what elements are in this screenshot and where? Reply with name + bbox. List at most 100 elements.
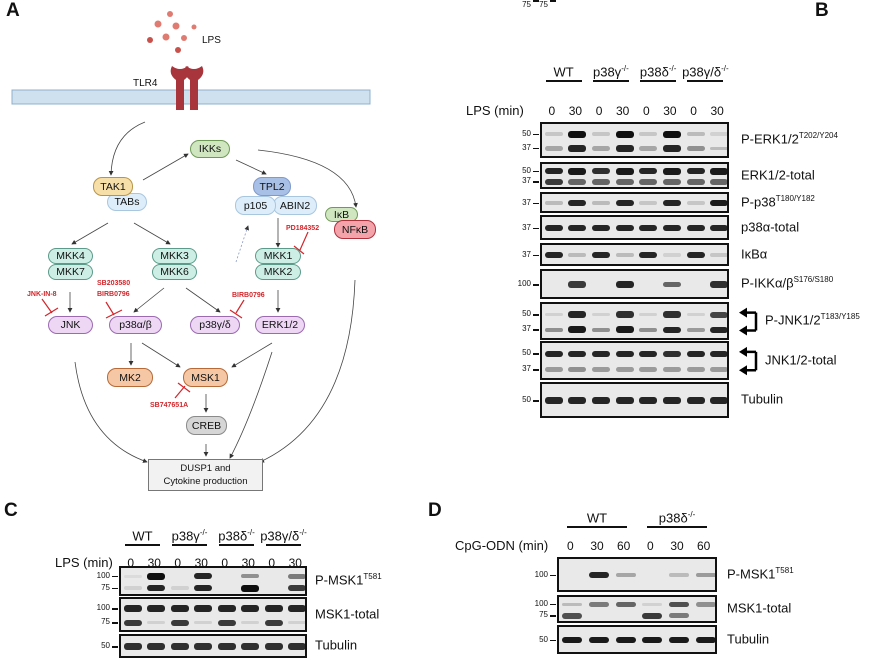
band — [639, 132, 658, 136]
mw-marker: 50 — [101, 641, 110, 650]
band — [194, 572, 213, 580]
band — [568, 281, 587, 288]
mw-marker: 75 — [101, 582, 110, 592]
mw-marker: 50 — [522, 348, 531, 358]
node-mkk3: MKK3 — [152, 248, 197, 264]
node-p38-alpha-beta: p38α/β — [109, 316, 162, 334]
mw-tick — [533, 227, 539, 229]
treatment-label: CpG-ODN (min) — [455, 538, 549, 553]
blot-pp38 — [540, 192, 729, 213]
band — [662, 367, 681, 372]
genotype-label: p38δ-/- — [640, 64, 677, 79]
blot-tub — [557, 625, 717, 654]
mw-marker: 37 — [522, 364, 531, 374]
blot-erk — [540, 162, 729, 189]
node-creb: CREB — [186, 416, 227, 435]
band — [615, 350, 634, 358]
band — [639, 146, 658, 151]
band — [668, 601, 690, 608]
band — [642, 612, 663, 619]
mw-tick — [533, 0, 539, 2]
genotype-label: WT — [554, 64, 574, 79]
protein-name: P-IKKα/β — [741, 275, 794, 291]
band — [639, 201, 658, 205]
node-erk: ERK1/2 — [255, 316, 305, 334]
mw-marker: 75 — [539, 0, 548, 9]
band — [544, 178, 563, 186]
band — [662, 130, 681, 138]
genotype-underline — [566, 526, 628, 528]
band — [264, 605, 283, 612]
blot-label: Tubulin — [315, 637, 357, 652]
mw-marker: 50 — [522, 395, 531, 404]
band — [639, 179, 658, 185]
genotype-underline — [171, 544, 208, 546]
inhibitor-birb0796-p38ab: BIRB0796 — [97, 291, 130, 298]
blot-pmsk — [557, 557, 717, 592]
mw-marker: 75 — [539, 610, 548, 620]
output-line-2: Cytokine production — [163, 476, 248, 487]
band — [147, 584, 166, 592]
band — [592, 397, 611, 404]
output-box: DUSP1 and Cytokine production — [148, 459, 263, 491]
output-line-1: DUSP1 and — [180, 463, 231, 474]
inhibitor-birb0796-p38gd: BIRB0796 — [232, 292, 265, 299]
time-label: 30 — [663, 104, 677, 118]
protein-name: Tubulin — [315, 637, 358, 653]
protein-name: P-MSK1 — [727, 565, 776, 581]
mw-tick — [550, 574, 556, 576]
pathway-arrows — [11, 11, 371, 463]
mw-marker: 50 — [522, 128, 531, 138]
genotype-name: WT — [553, 64, 574, 80]
band — [710, 397, 727, 404]
mw-tick — [550, 0, 556, 2]
band — [544, 224, 563, 232]
treatment-label: LPS (min) — [466, 103, 524, 118]
band — [123, 574, 142, 578]
band — [568, 130, 587, 138]
protein-name: P-p38 — [741, 193, 776, 209]
mw-marker: 37 — [522, 222, 531, 232]
band — [288, 573, 305, 579]
node-abin2: ABIN2 — [273, 196, 317, 215]
band — [710, 350, 727, 358]
band — [662, 179, 681, 185]
band — [170, 605, 189, 612]
node-mkk1: MKK1 — [255, 248, 301, 264]
genotype-name: p38δ — [639, 64, 669, 80]
time-label: 60 — [616, 539, 631, 553]
band — [544, 251, 563, 259]
band — [544, 132, 563, 136]
genotype-name: p38γ — [592, 64, 622, 80]
genotype-name: p38δ — [658, 510, 688, 526]
inhibitor-jnk-in-8: JNK-IN-8 — [27, 291, 57, 298]
band — [288, 621, 305, 625]
band — [710, 253, 727, 257]
time-label: 30 — [590, 539, 604, 553]
blot-label: P-IKKα/βS176/S180 — [741, 275, 833, 290]
superscript: -/- — [247, 528, 255, 537]
genotype-label: p38δ-/- — [218, 528, 255, 543]
band — [615, 281, 634, 288]
band — [568, 397, 587, 404]
band — [662, 397, 681, 404]
band — [615, 224, 634, 232]
band — [639, 312, 658, 317]
node-p105: p105 — [235, 196, 276, 215]
band — [264, 619, 283, 626]
mw-tick — [533, 284, 539, 286]
band — [615, 572, 636, 578]
superscript: T581 — [363, 572, 382, 581]
band — [686, 327, 705, 333]
band — [662, 253, 681, 257]
time-label: 0 — [548, 104, 556, 118]
band — [639, 367, 658, 372]
band — [123, 619, 142, 626]
treatment-label: LPS (min) — [55, 555, 113, 570]
band — [592, 179, 611, 185]
band — [686, 201, 705, 205]
node-mkk7: MKK7 — [48, 264, 93, 280]
band — [639, 327, 658, 333]
time-label: 30 — [616, 104, 630, 118]
node-mkk4: MKK4 — [48, 248, 93, 264]
